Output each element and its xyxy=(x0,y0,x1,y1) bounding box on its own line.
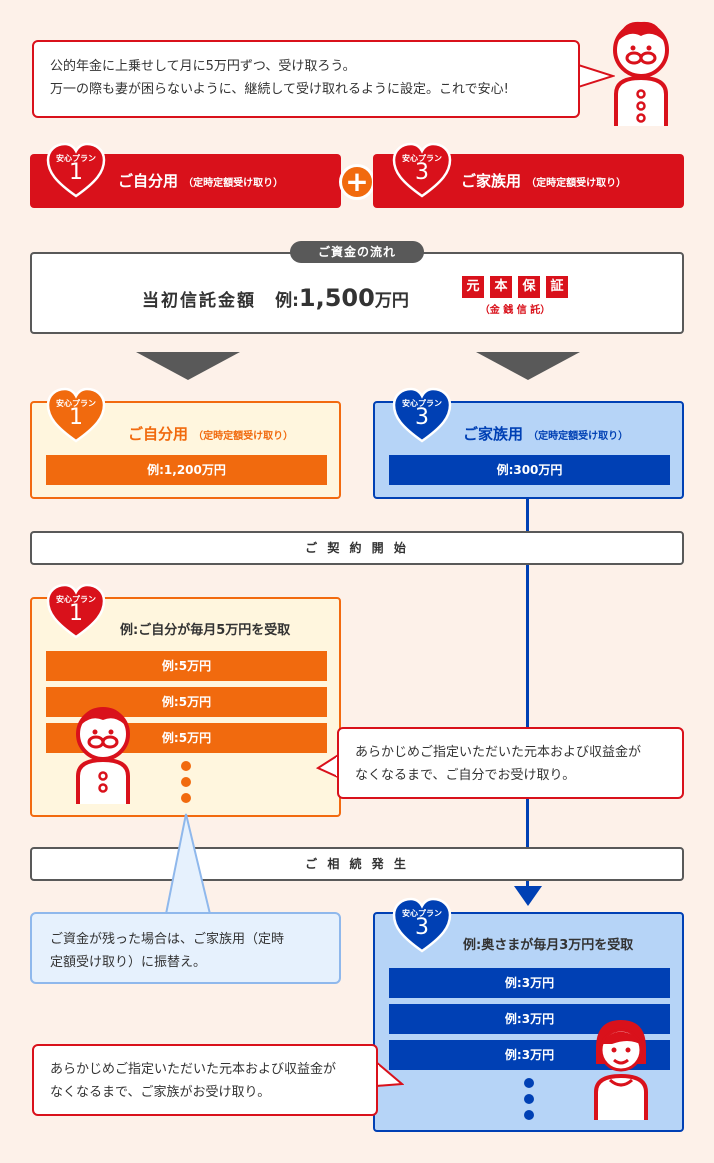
initial-amount-unit: 万円 xyxy=(374,291,409,311)
family-payment-1: 例:3万円 xyxy=(389,968,670,998)
heart-icon xyxy=(392,142,452,198)
intro-line-1: 公的年金に上乗せして月に5万円ずつ、受け取ろう。 xyxy=(50,59,356,74)
principal-guarantee-seal: 元 本 保 証 （金 銭 信 託） xyxy=(462,276,582,316)
heart-icon xyxy=(392,387,452,443)
seal-char: 本 xyxy=(490,276,512,298)
self-receive-badge: 安心プラン 1 xyxy=(46,583,106,639)
family-flow-arrow-icon xyxy=(514,886,542,906)
plan3-split-badge: 安心プラン 3 xyxy=(392,387,452,443)
plan1-header-badge: 安心プラン 1 xyxy=(46,142,106,198)
plan3-split-label: ご家族用 xyxy=(463,425,524,443)
badge-number: 3 xyxy=(415,915,429,940)
plan1-split-badge: 安心プラン 1 xyxy=(46,387,106,443)
continuation-dot xyxy=(181,761,191,771)
transfer-speech-bubble: ご資金が残った場合は、ご家族用（定時 定額受け取り）に振替え。 xyxy=(30,912,341,984)
transfer-speech-line-1: ご資金が残った場合は、ご家族用（定時 xyxy=(50,932,285,947)
plan1-split-label: ご自分用 xyxy=(128,425,189,443)
inheritance-bar: ご 相 続 発 生 xyxy=(30,847,684,881)
speech-tail xyxy=(374,1060,404,1088)
plan3-split-amount: 例:300万円 xyxy=(389,455,670,485)
plan1-split-amount: 例:1,200万円 xyxy=(46,455,327,485)
initial-amount-label: 当初信託金額 xyxy=(142,291,256,311)
husband-illustration-icon xyxy=(613,21,669,126)
down-arrow-right-icon xyxy=(476,352,580,380)
husband-small-illustration-icon xyxy=(76,707,130,804)
intro-speech-bubble: 公的年金に上乗せして月に5万円ずつ、受け取ろう。 万一の際も妻が困らないように、… xyxy=(32,40,580,118)
family-receive-badge: 安心プラン 3 xyxy=(392,897,452,953)
self-receive-title: 例:ご自分が毎月5万円を受取 xyxy=(120,623,291,638)
badge-number: 1 xyxy=(69,601,83,626)
self-payment-1: 例:5万円 xyxy=(46,651,327,681)
badge-small-text: 安心プラン xyxy=(56,154,96,163)
plus-icon: + xyxy=(339,164,375,200)
example-prefix: 例: xyxy=(275,291,299,311)
speech-tail xyxy=(575,62,615,90)
heart-icon xyxy=(46,387,106,443)
self-speech-line-1: あらかじめご指定いただいた元本および収益金が xyxy=(355,745,642,760)
plan3-header-sub: （定時定額受け取り） xyxy=(526,178,627,189)
seal-char: 元 xyxy=(462,276,484,298)
continuation-dot xyxy=(524,1110,534,1120)
intro-line-2: 万一の際も妻が困らないように、継続して受け取れるように設定。これで安心! xyxy=(50,82,509,97)
continuation-dot xyxy=(181,777,191,787)
heart-icon xyxy=(46,583,106,639)
seal-subtitle: （金 銭 信 託） xyxy=(479,305,551,316)
plan3-header-label: ご家族用 xyxy=(461,172,522,190)
contract-start-bar: ご 契 約 開 始 xyxy=(30,531,684,565)
family-receive-title: 例:奥さまが毎月3万円を受取 xyxy=(463,938,634,953)
continuation-dot xyxy=(524,1094,534,1104)
badge-small-text: 安心プラン xyxy=(402,154,442,163)
transfer-speech-line-2: 定額受け取り）に振替え。 xyxy=(50,955,207,970)
plan3-header-badge: 安心プラン 3 xyxy=(392,142,452,198)
badge-number: 3 xyxy=(415,160,429,185)
initial-amount-value: 1,500 xyxy=(298,284,375,312)
plan1-header-sub: （定時定額受け取り） xyxy=(183,178,284,189)
family-speech-bubble: あらかじめご指定いただいた元本および収益金が なくなるまで、ご家族がお受け取り。 xyxy=(32,1044,378,1116)
continuation-dot xyxy=(181,793,191,803)
transfer-speech-tail xyxy=(164,813,212,915)
badge-small-text: 安心プラン xyxy=(402,909,442,918)
self-speech-line-2: なくなるまで、ご自分でお受け取り。 xyxy=(355,768,576,783)
seal-char: 保 xyxy=(518,276,540,298)
seal-char: 証 xyxy=(546,276,568,298)
badge-small-text: 安心プラン xyxy=(402,399,442,408)
self-speech-bubble: あらかじめご指定いただいた元本および収益金が なくなるまで、ご自分でお受け取り。 xyxy=(337,727,684,799)
badge-small-text: 安心プラン xyxy=(56,399,96,408)
heart-icon xyxy=(46,142,106,198)
plan3-split-sub: （定時定額受け取り） xyxy=(528,431,629,442)
heart-icon xyxy=(392,897,452,953)
badge-number: 3 xyxy=(415,405,429,430)
badge-number: 1 xyxy=(69,160,83,185)
plan1-header-label: ご自分用 xyxy=(118,172,179,190)
plan1-split-sub: （定時定額受け取り） xyxy=(193,431,294,442)
family-speech-line-1: あらかじめご指定いただいた元本および収益金が xyxy=(50,1062,337,1077)
continuation-dot xyxy=(524,1078,534,1088)
fund-flow-title: ご資金の流れ xyxy=(290,241,424,263)
badge-number: 1 xyxy=(69,405,83,430)
down-arrow-left-icon xyxy=(136,352,240,380)
fund-flow-box: 当初信託金額 例:1,500万円 元 本 保 証 （金 銭 信 託） xyxy=(30,252,684,334)
family-speech-line-2: なくなるまで、ご家族がお受け取り。 xyxy=(50,1085,271,1100)
family-flow-line xyxy=(526,499,529,891)
family-payment-2: 例:3万円 xyxy=(389,1004,670,1034)
wife-illustration-icon xyxy=(594,1020,648,1120)
badge-small-text: 安心プラン xyxy=(56,595,96,604)
